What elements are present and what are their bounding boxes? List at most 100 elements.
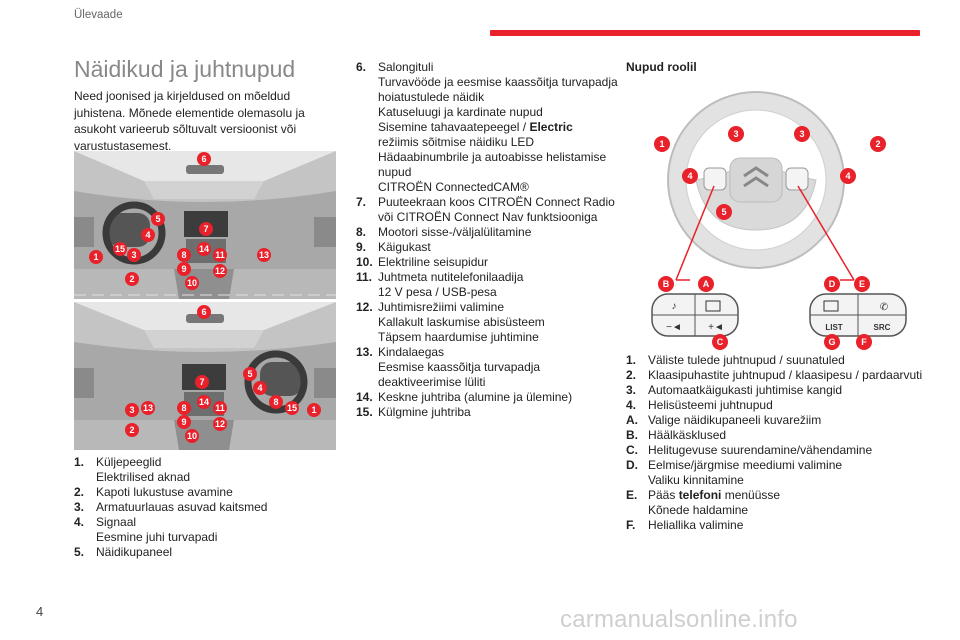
pad-label: B: [663, 279, 670, 289]
legend-list-3: 1.Väliste tulede juhtnupud / suunatuled …: [626, 353, 926, 533]
photo-bottom-label: 15: [287, 403, 297, 413]
item-number: 12.: [356, 300, 373, 314]
item-number: 4.: [74, 515, 85, 529]
item-text: Käigukast: [378, 240, 431, 254]
intro-text: Need joonised ja kirjeldused on mõeldud …: [74, 89, 305, 153]
pad-label: D: [829, 279, 836, 289]
list-item: 3.Automaatkäigukasti juhtimise kangid: [626, 383, 926, 398]
list-item: F.Heliallika valimine: [626, 518, 926, 533]
wheel-label: 5: [721, 207, 726, 217]
item-text: Näidikupaneel: [96, 545, 173, 559]
photo-top-label: 2: [129, 274, 134, 284]
photo-bottom-label: 8: [181, 403, 186, 413]
list-item: A. Valige näidikupaneeli kuvarežiim: [626, 413, 926, 428]
pad-label: C: [717, 337, 724, 347]
list-item: 10.Elektriline seisupidur: [356, 255, 626, 270]
wheel-label: 3: [733, 129, 738, 139]
item-text: Heliallika valimine: [648, 518, 744, 532]
src-button: SRC: [874, 323, 891, 332]
item-text: Salongituli: [378, 60, 434, 74]
item-text: Helitugevuse suurendamine/vähendamine: [648, 443, 873, 457]
photo-top-label: 1: [93, 252, 98, 262]
item-number: 11.: [356, 270, 373, 284]
volume-up-icon: +◄: [708, 322, 724, 333]
item-text: Eelmise/järgmise meediumi valimine: [648, 458, 843, 472]
list-button: LIST: [825, 323, 842, 332]
header-accent-bar: [490, 30, 920, 36]
pad-label: G: [828, 337, 835, 347]
list-item: C. Helitugevuse suurendamine/vähendamine: [626, 443, 926, 458]
item-number: 15.: [356, 405, 373, 419]
wheel-label: 4: [687, 171, 692, 181]
item-text: Häälkäsklused: [648, 428, 727, 442]
bold-term: telefoni: [678, 488, 722, 502]
item-text: Puuteekraan koos CITROËN Connect Radio v…: [378, 195, 615, 224]
item-text: režiimis sõitmise näidiku LED: [378, 135, 535, 149]
item-text: Valige näidikupaneeli kuvarežiim: [648, 413, 822, 427]
photo-bottom-label: 10: [187, 431, 197, 441]
item-number: 2.: [74, 485, 85, 499]
phone-icon: ✆: [880, 302, 888, 313]
item-number: 1.: [626, 353, 637, 367]
photo-bottom-label: 12: [215, 419, 225, 429]
item-number: 3.: [74, 500, 85, 514]
photo-bottom-label: 6: [201, 307, 206, 317]
list-item: B. Häälkäsklused: [626, 428, 926, 443]
item-number: A.: [626, 413, 638, 427]
item-text: CITROËN ConnectedCAM®: [378, 180, 529, 194]
item-text: Eesmise kaassõitja turvapadja deaktiveer…: [378, 360, 541, 389]
wheel-label: 1: [659, 139, 664, 149]
item-text: Valiku kinnitamine: [648, 473, 744, 487]
list-item: 9.Käigukast: [356, 240, 626, 255]
item-text: 12 V pesa / USB-pesa: [378, 285, 497, 299]
page-title: Näidikud ja juhtnupud: [74, 56, 296, 82]
item-text: Armatuurlauas asuvad kaitsmed: [96, 500, 268, 514]
item-number: 13.: [356, 345, 373, 359]
photo-bottom-label: 13: [143, 403, 153, 413]
item-number: 5.: [74, 545, 85, 559]
watermark: carmanualsonline.info: [560, 606, 798, 633]
list-item: 3. Armatuurlauas asuvad kaitsmed: [74, 500, 336, 515]
photo-top-label: 15: [115, 244, 125, 254]
item-text: Eesmine juhi turvapadi: [96, 530, 218, 544]
list-item: 2. Kapoti lukustuse avamine: [74, 485, 336, 500]
photo-bottom-label: 7: [199, 377, 204, 387]
photo-top-label: 10: [187, 278, 197, 288]
photo-top-label: 3: [131, 250, 136, 260]
item-text: Signaal: [96, 515, 137, 529]
pad-label: E: [859, 279, 865, 289]
photo-bottom-label: 4: [257, 383, 262, 393]
wheel-label: 2: [875, 139, 880, 149]
list-item: 6. Salongituli Turvavööde ja eesmise kaa…: [356, 60, 626, 195]
voice-icon: ♪: [672, 301, 677, 312]
item-text: Hädaabinumbrile ja autoabisse helistamis…: [378, 150, 607, 179]
pad-label: A: [703, 279, 710, 289]
photo-top-label: 9: [181, 264, 186, 274]
photo-top-label: 8: [181, 250, 186, 260]
item-text: Mootori sisse-/väljalülitamine: [378, 225, 532, 239]
photo-bottom-label: 2: [129, 425, 134, 435]
item-number: C.: [626, 443, 638, 457]
dashboard-photo-lhd: 6 5 7 4 15 3 8 14 11 13 9 12 1 2 10: [74, 151, 336, 299]
item-number: 10.: [356, 255, 373, 269]
item-text: Juhtmeta nutitelefonilaadija: [378, 270, 524, 284]
list-item: 1. Väliste tulede juhtnupud / suunatuled: [626, 353, 926, 368]
list-item: 2.Klaasipuhastite juhtnupud / klaasipesu…: [626, 368, 926, 383]
item-text: Turvavööde ja eesmise kaassõitja turvapa…: [378, 75, 618, 104]
item-text: Kapoti lukustuse avamine: [96, 485, 233, 499]
dashboard-photo-rhd: 6 5 7 4 8 15 1 3 13 8 14 11 2 9 12 10: [74, 302, 336, 450]
item-text: Täpsem haardumise juhtimine: [378, 330, 539, 344]
list-item: 4.Helisüsteemi juhtnupud: [626, 398, 926, 413]
item-number: B.: [626, 428, 638, 442]
photo-bottom-label: 11: [215, 403, 225, 413]
volume-down-icon: −◄: [666, 322, 682, 333]
item-text: Kallakult laskumise abisüsteem: [378, 315, 545, 329]
item-text: Väliste tulede juhtnupud / suunatuled: [648, 353, 845, 367]
item-text: Elektrilised aknad: [96, 470, 191, 484]
photo-bottom-label: 8: [273, 397, 278, 407]
item-number: E.: [626, 488, 638, 502]
legend-list-2: 6. Salongituli Turvavööde ja eesmise kaa…: [356, 60, 626, 420]
photo-top-label: 4: [145, 230, 150, 240]
